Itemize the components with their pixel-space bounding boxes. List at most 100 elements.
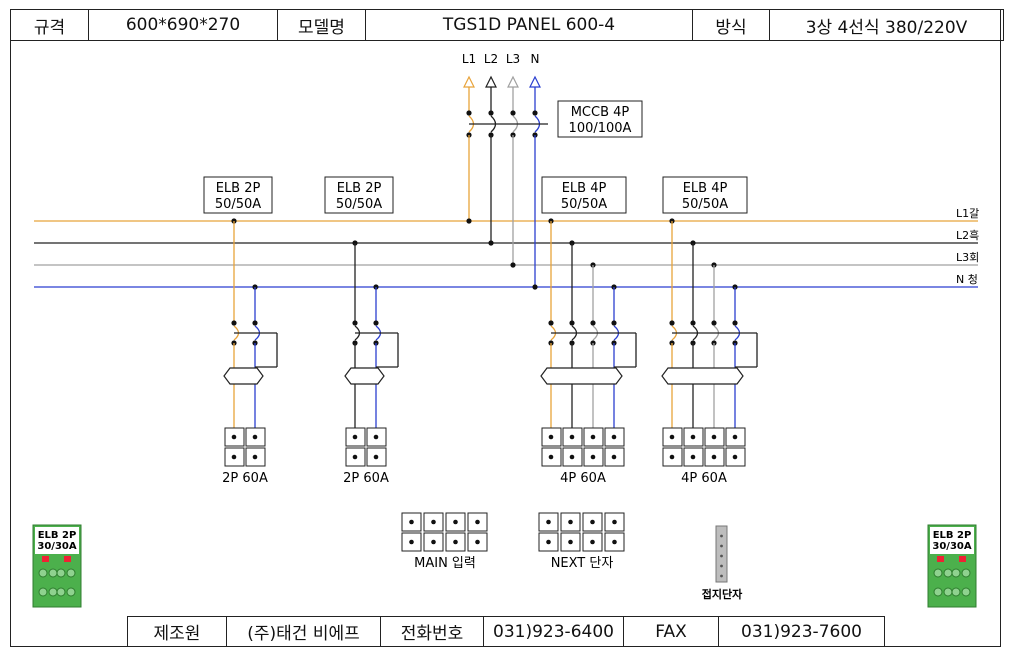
terminal-screw	[252, 434, 258, 440]
main-input-label: MAIN 입력	[414, 556, 476, 571]
mccb-label-box	[557, 100, 643, 138]
terminal-screw	[569, 434, 575, 440]
elb-contact-dot	[590, 320, 596, 326]
ground-bar-hole	[720, 534, 723, 538]
side-elb-screw	[48, 587, 58, 597]
next-terminal-screw	[612, 519, 617, 525]
phone-label: 전화번호	[380, 616, 484, 647]
terminal-screw	[690, 454, 696, 460]
terminal-screw	[669, 454, 675, 460]
elb-contact-dot	[548, 320, 554, 326]
method-value: 3상 4선식 380/220V	[769, 9, 1004, 41]
terminal-screw	[711, 434, 717, 440]
main-input-terminal-screw	[431, 539, 436, 545]
side-elb-screw	[56, 587, 66, 597]
side-elb-screw	[48, 568, 58, 578]
bus-junction-dot	[488, 240, 494, 246]
side-elb-screw	[951, 568, 961, 578]
breaker-1-line2: 50/50A	[215, 197, 261, 212]
footer-table: 제조원 (주)태건 비에프 전화번호 031)923-6400 FAX 031)…	[127, 616, 885, 647]
zct-sensor	[344, 367, 385, 385]
terminal-screw	[711, 454, 717, 460]
next-terminal-screw	[568, 539, 573, 545]
mccb-line1: MCCB 4P	[571, 105, 630, 120]
terminal-screw	[569, 454, 575, 460]
model-value: TGS1D PANEL 600-4	[365, 9, 693, 41]
side-elb-screw	[66, 568, 76, 578]
ground-terminal-label: 접지단자	[702, 587, 743, 601]
side-elb-screw	[933, 568, 943, 578]
elb-contact-dot	[569, 320, 575, 326]
next-terminal-screw	[612, 539, 617, 545]
maker-value: (주)태건 비에프	[226, 616, 381, 647]
next-terminal-screw	[546, 519, 551, 525]
bus-label-n: N 청	[956, 273, 978, 286]
side-elb-label-area	[930, 527, 974, 554]
breaker-2-terminal-label: 2P 60A	[343, 471, 389, 486]
main-input-terminal-screw	[409, 519, 414, 525]
zct-sensor	[540, 367, 623, 385]
mccb-contact-dot	[488, 110, 494, 116]
phase-label-n: N	[531, 52, 540, 66]
incoming-arrow-l3	[507, 75, 519, 88]
elb-contact-dot	[252, 320, 258, 326]
elb-contact-dot	[373, 320, 379, 326]
terminal-screw	[373, 454, 379, 460]
breaker-4-label-box	[662, 176, 748, 214]
terminal-screw	[231, 434, 237, 440]
elb-contact-dot	[690, 320, 696, 326]
main-input-terminal-screw	[475, 519, 480, 525]
fax-label: FAX	[623, 616, 719, 647]
spec-value: 600*690*270	[88, 9, 278, 41]
side-elb-right-line1: ELB 2P	[933, 530, 972, 541]
side-elb-screw	[66, 587, 76, 597]
main-input-terminal-screw	[431, 519, 436, 525]
terminal-screw	[732, 434, 738, 440]
breaker-4-terminal-label: 4P 60A	[681, 471, 727, 486]
side-elb-screw	[933, 587, 943, 597]
elb-contact-dot	[352, 320, 358, 326]
terminal-screw	[231, 454, 237, 460]
breaker-2-line2: 50/50A	[336, 197, 382, 212]
side-elb-screw	[961, 568, 971, 578]
side-elb-right-line2: 30/30A	[932, 541, 971, 552]
side-elb-indicator	[959, 556, 966, 562]
side-elb-left-line1: ELB 2P	[38, 530, 77, 541]
main-input-terminal-screw	[475, 539, 480, 545]
main-input-terminal-screw	[409, 539, 414, 545]
terminal-screw	[352, 454, 358, 460]
bus-junction-dot	[466, 218, 472, 224]
terminal-screw	[611, 454, 617, 460]
header-table: 규격 600*690*270 모델명 TGS1D PANEL 600-4 방식 …	[10, 9, 1004, 41]
spec-label: 규격	[10, 9, 89, 41]
phase-label-l1: L1	[462, 52, 476, 66]
phase-label-l2: L2	[484, 52, 498, 66]
next-terminal-screw	[590, 539, 595, 545]
breaker-3-terminal-label: 4P 60A	[560, 471, 606, 486]
method-label: 방식	[692, 9, 770, 41]
ground-bar-hole	[720, 564, 723, 568]
ground-bar-hole	[720, 574, 723, 578]
fax-value: 031)923-7600	[718, 616, 885, 647]
incoming-arrow-n	[529, 75, 541, 88]
side-elb-indicator	[42, 556, 49, 562]
mccb-line2: 100/100A	[569, 121, 632, 136]
breaker-1-label-box	[203, 176, 273, 214]
breaker-1-terminal-label: 2P 60A	[222, 471, 268, 486]
terminal-screw	[252, 454, 258, 460]
breaker-2-line1: ELB 2P	[337, 181, 382, 196]
breaker-3-line1: ELB 4P	[562, 181, 607, 196]
breaker-3-line2: 50/50A	[561, 197, 607, 212]
main-input-terminal-screw	[453, 519, 458, 525]
breaker-3-label-box	[541, 176, 627, 214]
bus-junction-dot	[532, 284, 538, 290]
side-elb-screw	[38, 568, 48, 578]
side-elb-indicator	[64, 556, 71, 562]
mccb-contact-dot	[466, 110, 472, 116]
main-input-terminal-screw	[453, 539, 458, 545]
terminal-screw	[590, 434, 596, 440]
terminal-screw	[548, 434, 554, 440]
mccb-contact-dot	[510, 110, 516, 116]
